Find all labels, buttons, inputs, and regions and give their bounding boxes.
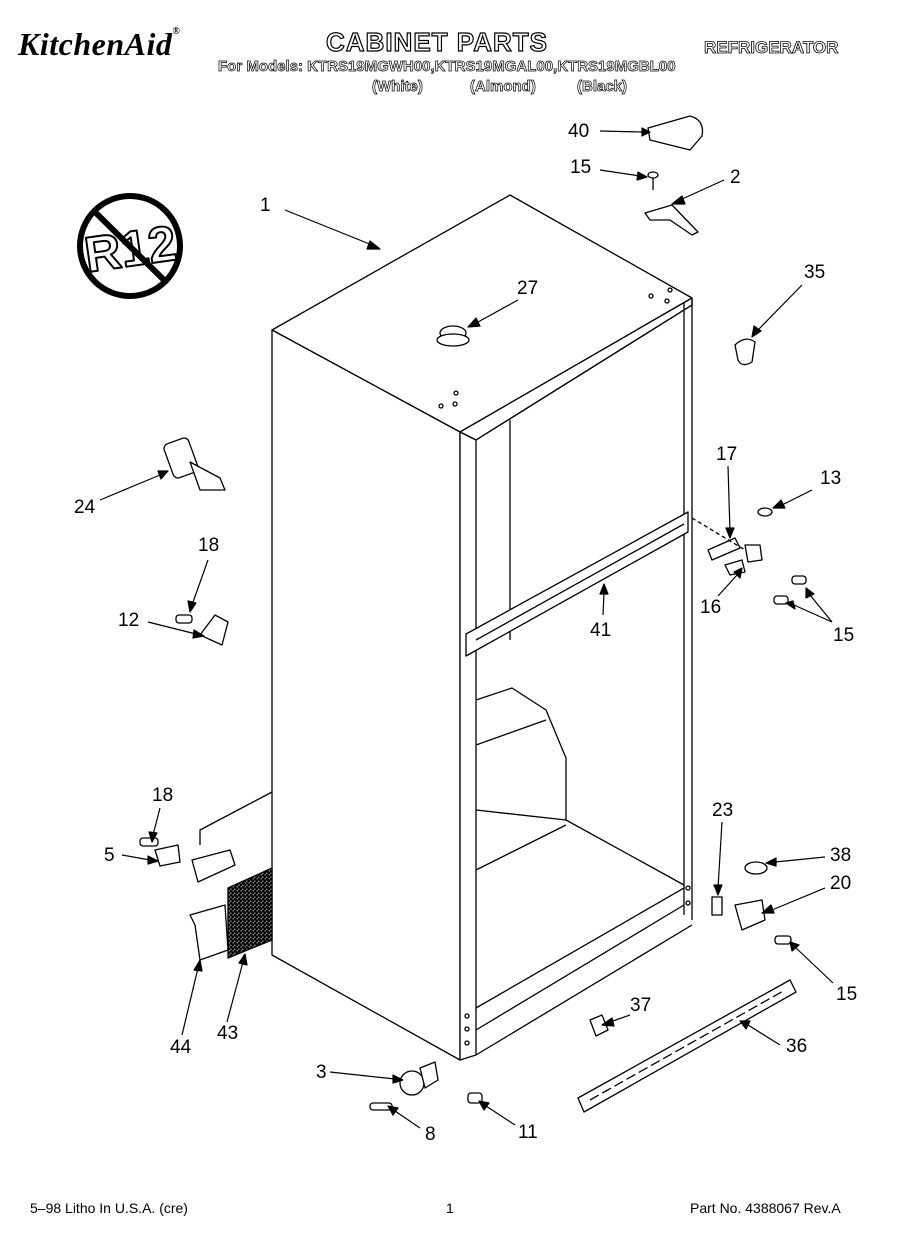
callout-24: 24 <box>74 497 96 518</box>
callout-12: 12 <box>118 610 140 631</box>
refrigerator-cabinet <box>271 194 693 1061</box>
callout-23: 23 <box>712 800 734 821</box>
top-hinge-part <box>644 204 699 236</box>
callout-41: 41 <box>590 620 612 641</box>
insulation-pad-part <box>227 867 273 959</box>
callout-37: 37 <box>630 995 652 1016</box>
callout-15-middle: 15 <box>833 625 855 646</box>
callout-35: 35 <box>804 262 826 283</box>
leveling-part <box>163 437 226 491</box>
no-r12-refrigerant-icon: R12 <box>77 193 183 299</box>
callout-3: 3 <box>316 1062 327 1083</box>
roller-assembly <box>369 1061 483 1111</box>
callout-27: 27 <box>517 278 539 299</box>
callout-13: 13 <box>820 468 842 489</box>
callout-40: 40 <box>568 121 590 142</box>
model-numbers: For Models: KTRS19MGWH00,KTRS19MGAL00,KT… <box>218 58 676 76</box>
hinge-cover-part <box>647 115 704 151</box>
product-category: REFRIGERATOR <box>704 38 839 58</box>
callout-44: 44 <box>170 1037 192 1058</box>
color-black: (Black) <box>577 78 628 96</box>
brand-logo: KitchenAid® <box>18 26 180 63</box>
mullion-bar <box>465 511 689 657</box>
callout-18-lower: 18 <box>152 785 174 806</box>
callout-15-top: 15 <box>570 157 592 178</box>
callout-38: 38 <box>830 845 852 866</box>
bracket-part-left <box>175 614 229 646</box>
callout-20: 20 <box>830 873 852 894</box>
toe-grille-part <box>577 979 797 1113</box>
litho-note: 5–98 Litho In U.S.A. (cre) <box>30 1200 188 1216</box>
brand-name: KitchenAid <box>18 26 173 62</box>
callout-18-upper: 18 <box>198 535 220 556</box>
hinge-pin-cover-part <box>734 338 756 366</box>
center-hinge-assembly <box>691 507 807 605</box>
part-number: Part No. 4388067 Rev.A <box>690 1200 841 1216</box>
bottom-hinge-assembly <box>711 861 792 945</box>
callout-8: 8 <box>425 1124 436 1145</box>
page-title: CABINET PARTS <box>325 26 548 57</box>
left-lower-brackets <box>139 791 273 961</box>
page-number: 1 <box>446 1200 454 1216</box>
top-plug-part <box>436 325 470 347</box>
callout-5: 5 <box>104 845 115 866</box>
callout-17: 17 <box>716 444 738 465</box>
color-white: (White) <box>372 78 424 96</box>
callout-15-bottom: 15 <box>836 984 858 1005</box>
callout-36: 36 <box>786 1036 808 1057</box>
callout-1: 1 <box>260 195 271 216</box>
callout-2: 2 <box>730 167 741 188</box>
brand-registered-mark: ® <box>172 26 181 37</box>
screw-part-top <box>647 171 659 190</box>
callout-leaders <box>99 127 834 1129</box>
color-almond: (Almond) <box>470 78 537 96</box>
callout-43: 43 <box>217 1023 239 1044</box>
callout-11: 11 <box>518 1122 538 1143</box>
callout-16: 16 <box>700 597 722 618</box>
